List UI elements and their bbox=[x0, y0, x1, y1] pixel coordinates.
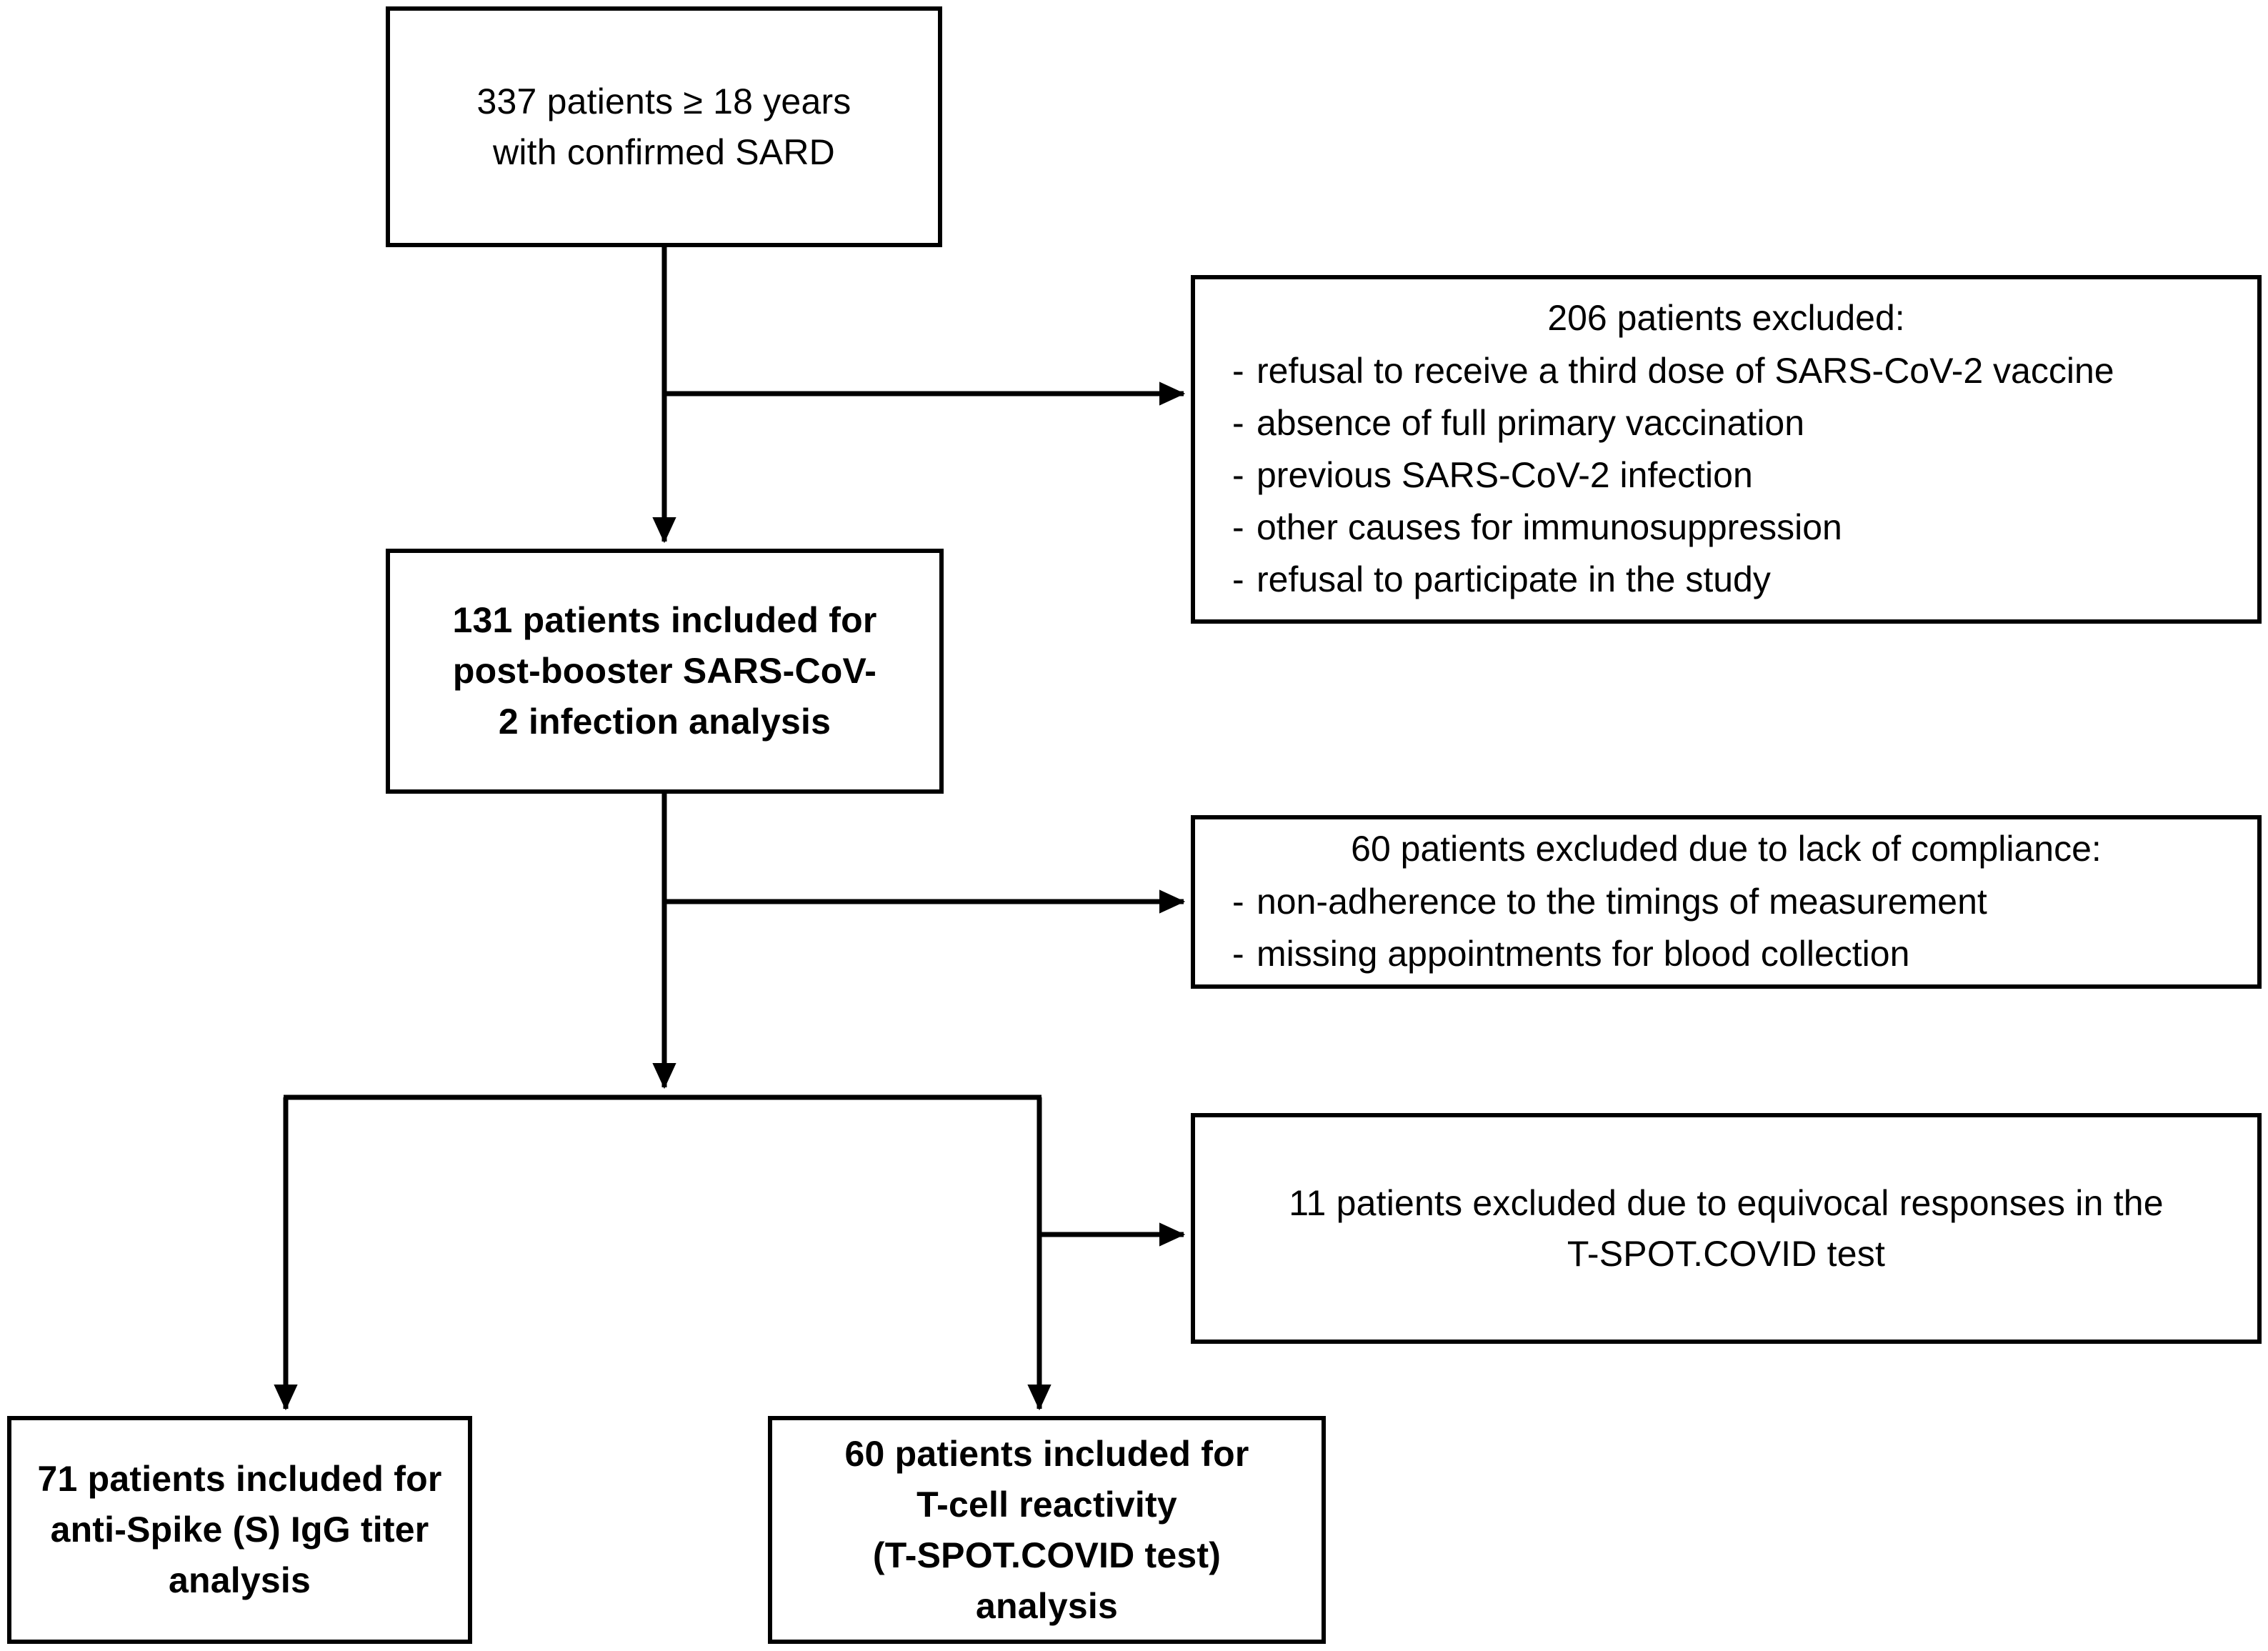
exclusion-reason: absence of full primary vaccination bbox=[1232, 397, 2244, 449]
node-final-71-igg: 71 patients included for anti-Spike (S) … bbox=[7, 1416, 472, 1644]
node-screened-line-2: with confirmed SARD bbox=[493, 131, 835, 172]
node-excluded-11-equivocal-body: 11 patients excluded due to equivocal re… bbox=[1195, 1178, 2257, 1280]
node-excluded-206-title: 206 patients excluded: bbox=[1547, 298, 1905, 338]
node-included-131: 131 patients included for post-booster S… bbox=[386, 549, 944, 794]
node-final-60-line-3: (T-SPOT.COVID test) bbox=[872, 1535, 1222, 1575]
node-final-60-tcell-body: 60 patients included for T-cell reactivi… bbox=[772, 1429, 1322, 1632]
node-excluded-206: 206 patients excluded: refusal to receiv… bbox=[1191, 275, 2262, 624]
node-excluded-206-list: refusal to receive a third dose of SARS-… bbox=[1208, 345, 2244, 606]
exclusion-reason: refusal to participate in the study bbox=[1232, 554, 2244, 606]
node-final-60-tcell: 60 patients included for T-cell reactivi… bbox=[768, 1416, 1326, 1644]
node-screened: 337 patients ≥ 18 years with confirmed S… bbox=[386, 6, 942, 247]
node-included-131-line-3: 2 infection analysis bbox=[498, 702, 831, 742]
node-screened-line-1: 337 patients ≥ 18 years bbox=[476, 81, 851, 121]
node-excluded-60-compliance-body: 60 patients excluded due to lack of comp… bbox=[1195, 824, 2257, 980]
node-final-60-line-4: analysis bbox=[976, 1585, 1118, 1626]
exclusion-reason: other causes for immunosuppression bbox=[1232, 502, 2244, 554]
node-final-71-line-3: analysis bbox=[169, 1560, 311, 1600]
node-screened-body: 337 patients ≥ 18 years with confirmed S… bbox=[390, 76, 938, 178]
exclusion-reason: missing appointments for blood collectio… bbox=[1232, 928, 2244, 980]
node-excluded-60-title: 60 patients excluded due to lack of comp… bbox=[1351, 829, 2102, 869]
node-included-131-line-1: 131 patients included for bbox=[452, 600, 877, 640]
node-final-60-line-2: T-cell reactivity bbox=[916, 1484, 1177, 1525]
node-excluded-60-list: non-adherence to the timings of measurem… bbox=[1208, 876, 2244, 980]
node-excluded-11-line-2: T-SPOT.COVID test bbox=[1567, 1233, 1886, 1274]
node-included-131-line-2: post-booster SARS-CoV- bbox=[452, 651, 877, 691]
node-excluded-11-equivocal: 11 patients excluded due to equivocal re… bbox=[1191, 1113, 2262, 1344]
node-included-131-body: 131 patients included for post-booster S… bbox=[390, 595, 939, 747]
exclusion-reason: refusal to receive a third dose of SARS-… bbox=[1232, 345, 2244, 397]
exclusion-reason: non-adherence to the timings of measurem… bbox=[1232, 876, 2244, 928]
node-final-71-line-2: anti-Spike (S) IgG titer bbox=[50, 1510, 429, 1550]
exclusion-reason: previous SARS-CoV-2 infection bbox=[1232, 449, 2244, 502]
node-final-71-line-1: 71 patients included for bbox=[37, 1459, 442, 1499]
node-final-71-igg-body: 71 patients included for anti-Spike (S) … bbox=[11, 1454, 468, 1606]
node-excluded-206-body: 206 patients excluded: refusal to receiv… bbox=[1195, 293, 2257, 606]
node-final-60-line-1: 60 patients included for bbox=[844, 1433, 1249, 1474]
node-excluded-60-compliance: 60 patients excluded due to lack of comp… bbox=[1191, 815, 2262, 989]
node-excluded-11-line-1: 11 patients excluded due to equivocal re… bbox=[1289, 1182, 2164, 1223]
